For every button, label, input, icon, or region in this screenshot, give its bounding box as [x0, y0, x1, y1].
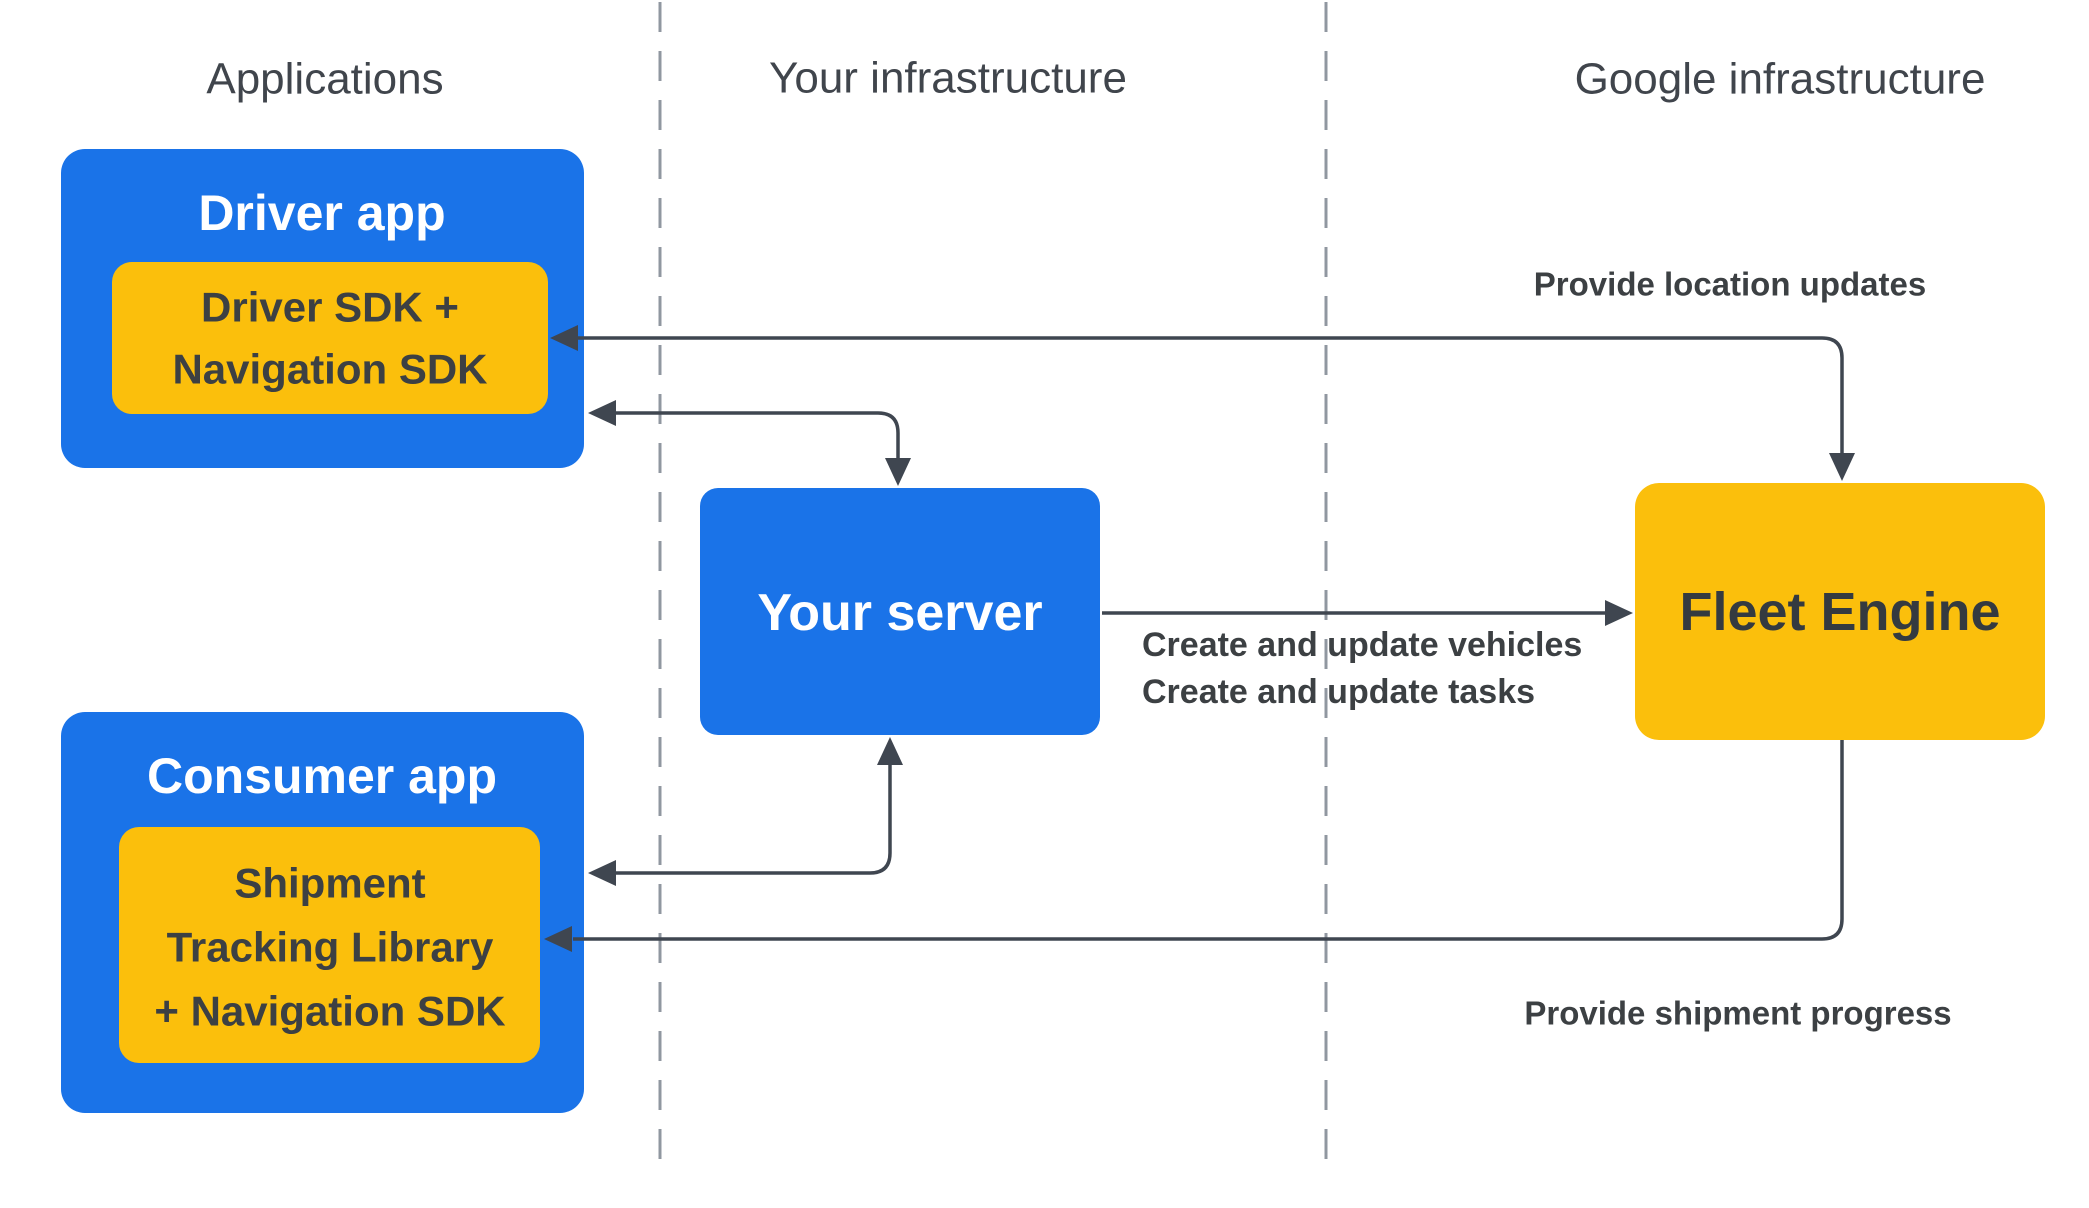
consumer-app-node: Consumer app Shipment Tracking Library +…	[61, 712, 584, 1113]
shipment-tracking-label-line2: Tracking Library	[167, 924, 494, 971]
arrow-driver-sdk-fleet-engine: Provide location updates	[550, 266, 1926, 481]
arrow-your-server-fleet-engine: Create and update vehicles Create and up…	[1102, 600, 1633, 711]
driver-sdk-box	[112, 262, 548, 414]
arrow-consumer-app-your-server-line	[615, 764, 892, 875]
fleet-engine-title: Fleet Engine	[1679, 582, 2000, 642]
consumer-app-title: Consumer app	[147, 748, 497, 804]
driver-app-node: Driver app Driver SDK + Navigation SDK	[61, 149, 584, 468]
arrowhead-into-your-server-top-icon	[885, 458, 911, 486]
fleet-engine-box	[1635, 483, 2045, 740]
create-update-vehicles-label: Create and update vehicles	[1142, 626, 1582, 664]
create-update-tasks-label: Create and update tasks	[1142, 673, 1535, 711]
column-header-your-infrastructure: Your infrastructure	[769, 54, 1127, 103]
shipment-tracking-label-line1: Shipment	[234, 860, 425, 907]
your-server-node: Your server	[700, 488, 1100, 735]
arrowhead-into-driver-app-icon	[588, 400, 616, 426]
arrow-consumer-app-your-server	[588, 737, 903, 886]
arrowhead-into-consumer-app-icon	[588, 860, 616, 886]
your-server-title: Your server	[757, 584, 1042, 642]
arrow-driver-app-your-server-line	[615, 411, 900, 459]
driver-app-title: Driver app	[198, 185, 445, 241]
arrow-driver-sdk-fleet-engine-line	[577, 336, 1844, 454]
column-header-google-infrastructure: Google infrastructure	[1575, 55, 1986, 104]
arrowhead-into-shipment-tracking-icon	[544, 926, 572, 952]
arrow-fleet-engine-shipment-tracking-line	[573, 740, 1844, 941]
arrow-fleet-engine-shipment-tracking: Provide shipment progress	[544, 740, 1952, 1032]
arrowhead-into-your-server-bottom-icon	[877, 737, 903, 765]
shipment-tracking-box	[119, 827, 540, 1063]
driver-sdk-label-line2: Navigation SDK	[172, 346, 487, 393]
arrowhead-into-driver-sdk-icon	[550, 325, 578, 351]
fleet-engine-node: Fleet Engine	[1635, 483, 2045, 740]
shipment-tracking-label-line3: + Navigation SDK	[154, 988, 505, 1035]
arrow-driver-app-your-server	[588, 400, 911, 486]
arrowhead-into-fleet-engine-left-icon	[1605, 600, 1633, 626]
provide-location-updates-label: Provide location updates	[1534, 266, 1926, 303]
provide-shipment-progress-label: Provide shipment progress	[1524, 995, 1951, 1032]
driver-sdk-label-line1: Driver SDK +	[201, 284, 459, 331]
arrowhead-into-fleet-engine-top-icon	[1829, 453, 1855, 481]
column-header-applications: Applications	[206, 55, 443, 104]
your-server-box	[700, 488, 1100, 735]
